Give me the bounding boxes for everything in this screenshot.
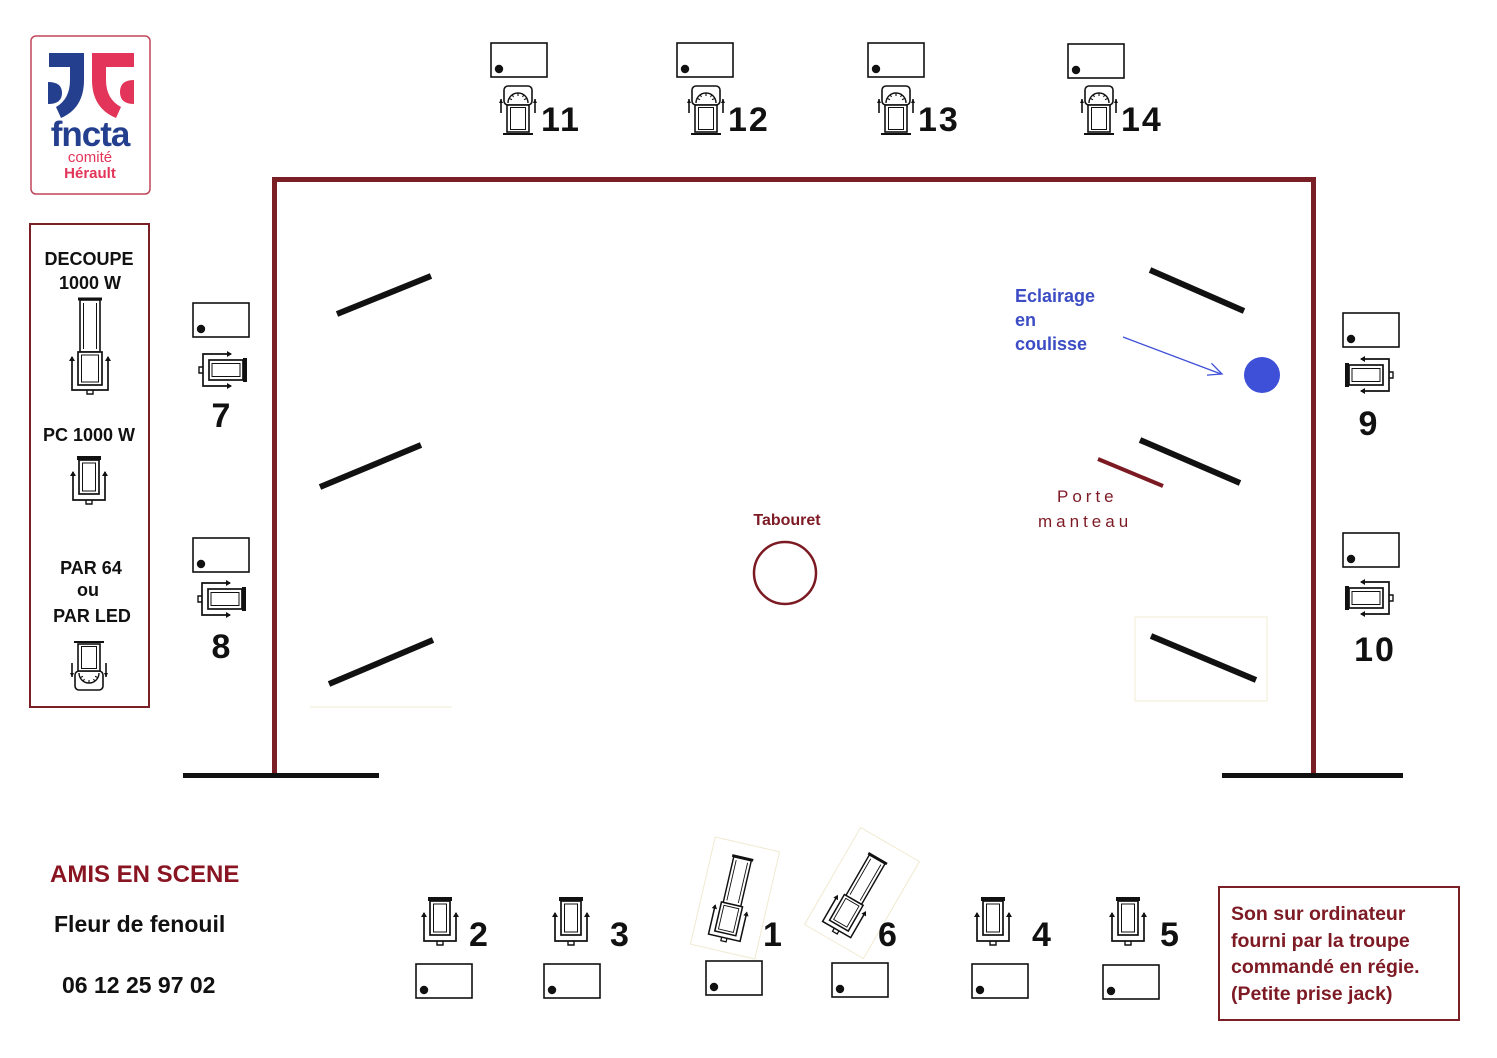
legend-par-line1: PAR 64 [60, 558, 122, 578]
offstage-light-arrow [1122, 336, 1222, 375]
fixture-group-front: 2 3 1 6 4 5 [415, 826, 1181, 1000]
legend-box: DECOUPE 1000 W PC 1000 W PAR 64 ou PAR L… [29, 223, 150, 708]
fixture-number: 2 [469, 916, 490, 954]
fixture-number: 5 [1160, 916, 1181, 954]
wing-flat [1148, 267, 1246, 314]
fixture-number: 11 [541, 101, 581, 139]
legend-par-line2: ou [77, 580, 99, 600]
fixture-number: 13 [918, 101, 960, 139]
fixture-group-right: 9 10 [1342, 312, 1400, 669]
dimmer-box [971, 963, 1029, 999]
sound-note-line: (Petite prise jack) [1231, 983, 1392, 1005]
stool-label: Tabouret [753, 512, 821, 529]
sound-note-line: fourni par la troupe [1231, 930, 1410, 952]
faint-frame [1134, 616, 1268, 702]
fixture-group-left: 7 8 [192, 302, 250, 666]
fixture-number: 14 [1121, 101, 1163, 139]
logo-wordmark: fncta [51, 115, 131, 154]
arrow-head-icon [1206, 362, 1224, 376]
fixture-group-top: 11 12 13 14 [490, 42, 1163, 139]
fncta-logo: fncta comité Hérault [30, 35, 151, 195]
coat-rack-label-2: manteau [1038, 512, 1132, 531]
sound-note-line: commandé en régie. [1231, 956, 1420, 978]
offstage-light-label-2: en [1015, 310, 1036, 330]
dimmer-box [676, 42, 734, 78]
fixture-number: 6 [878, 916, 899, 954]
dimmer-box [705, 960, 763, 996]
logo-red-shape [90, 53, 134, 118]
company-name: AMIS EN SCENE [50, 861, 239, 888]
dimmer-box [867, 42, 925, 78]
fixture-number: 9 [1359, 405, 1380, 443]
show-title: Fleur de fenouil [54, 911, 225, 937]
fixture-number: 8 [212, 628, 233, 666]
wing-flat [335, 273, 433, 317]
logo-line1: comité [68, 149, 112, 166]
stage: Eclairage en coulisse Porte manteau Tabo… [183, 177, 1403, 778]
legend-pc-label: PC 1000 W [43, 425, 135, 445]
wing-flat [1138, 437, 1242, 486]
offstage-light-label-3: coulisse [1015, 334, 1087, 354]
sound-note-box: Son sur ordinateur fourni par la troupe … [1218, 886, 1460, 1021]
dimmer-box [1102, 964, 1160, 1000]
dimmer-box [490, 42, 548, 78]
fixture-number: 10 [1354, 631, 1396, 669]
fixture-number: 4 [1032, 916, 1053, 954]
fixture-number: 1 [763, 916, 784, 954]
stool [752, 540, 818, 606]
logo-line2: Hérault [64, 165, 116, 182]
offstage-light-label-1: Eclairage [1015, 286, 1095, 306]
wing-flat [318, 442, 423, 490]
dimmer-box [192, 302, 250, 338]
coat-rack [1097, 457, 1164, 488]
legend-par-line3: PAR LED [53, 606, 131, 626]
stage-outline [272, 177, 1316, 775]
dimmer-box [831, 962, 889, 998]
logo-red-dot [120, 80, 134, 104]
dimmer-box [543, 963, 601, 999]
legend-decoupe-power: 1000 W [59, 273, 121, 293]
dimmer-box [1067, 43, 1125, 79]
faint-frame [803, 826, 921, 960]
dimmer-box [415, 963, 473, 999]
phone-number: 06 12 25 97 02 [62, 972, 215, 998]
wing-flat [327, 637, 435, 687]
fixture-number: 3 [610, 916, 631, 954]
logo-blue-shape [49, 53, 84, 118]
wing-flat [1149, 633, 1258, 683]
coat-rack-label-1: Porte [1057, 487, 1118, 506]
fixture-number: 7 [212, 397, 233, 435]
company-info: AMIS EN SCENE Fleur de fenouil 06 12 25 … [50, 861, 239, 998]
dimmer-box [192, 537, 250, 573]
faint-frame [689, 836, 781, 960]
fixture-number: 12 [728, 101, 770, 139]
sound-note-line: Son sur ordinateur [1231, 903, 1406, 925]
dimmer-box [1342, 532, 1400, 568]
dimmer-box [1342, 312, 1400, 348]
offstage-light-dot [1244, 357, 1280, 393]
logo-blue-dot [48, 82, 62, 104]
legend-decoupe-title: DECOUPE [44, 249, 133, 269]
